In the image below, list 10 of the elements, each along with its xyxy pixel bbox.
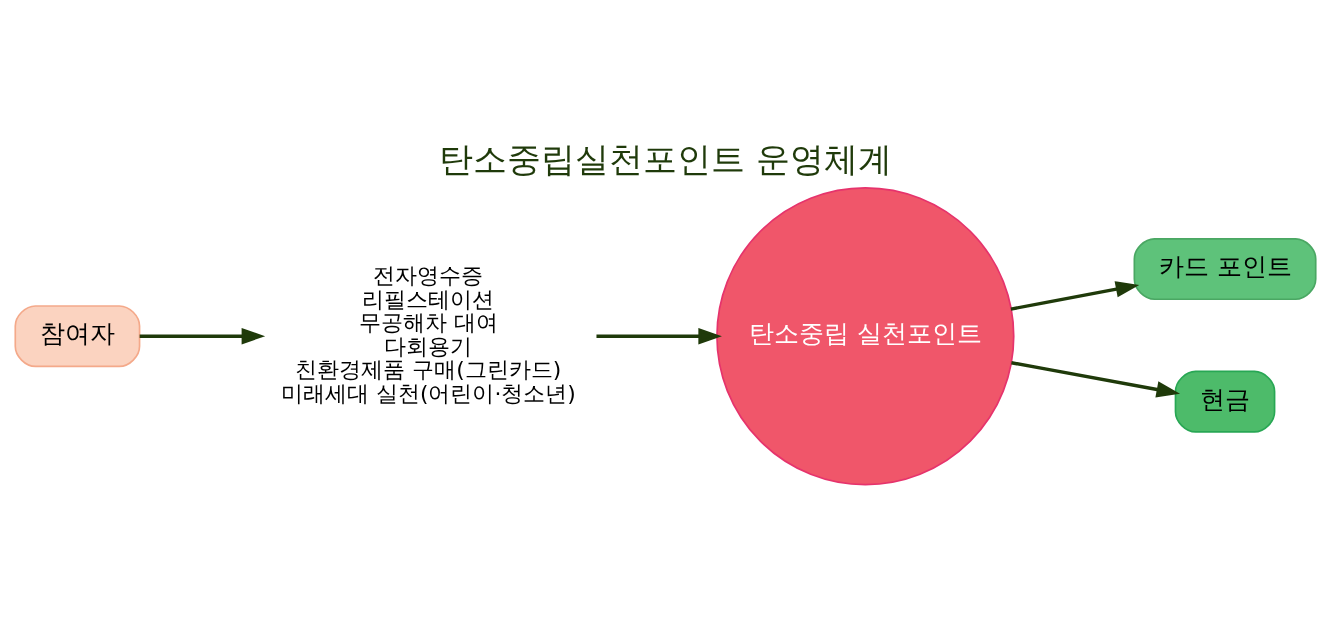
node-box: 참여자 bbox=[14, 305, 141, 368]
arrow bbox=[1011, 361, 1181, 398]
node-box: 카드 포인트 bbox=[1133, 237, 1317, 301]
node-box: 현금 bbox=[1174, 370, 1276, 433]
arrow bbox=[596, 327, 722, 345]
node-circle: 탄소중립 실천포인트 bbox=[716, 186, 1015, 486]
arrow bbox=[1010, 281, 1140, 311]
node-text: 전자영수증 리필스테이션 무공해차 대여 다회용기 친환경제품 구매(그린카드) 미래세대 실천(어린이·청소년) bbox=[280, 263, 576, 406]
diagram-title: 탄소중립실천포인트 운영체계 bbox=[439, 140, 892, 180]
arrow bbox=[139, 327, 266, 345]
